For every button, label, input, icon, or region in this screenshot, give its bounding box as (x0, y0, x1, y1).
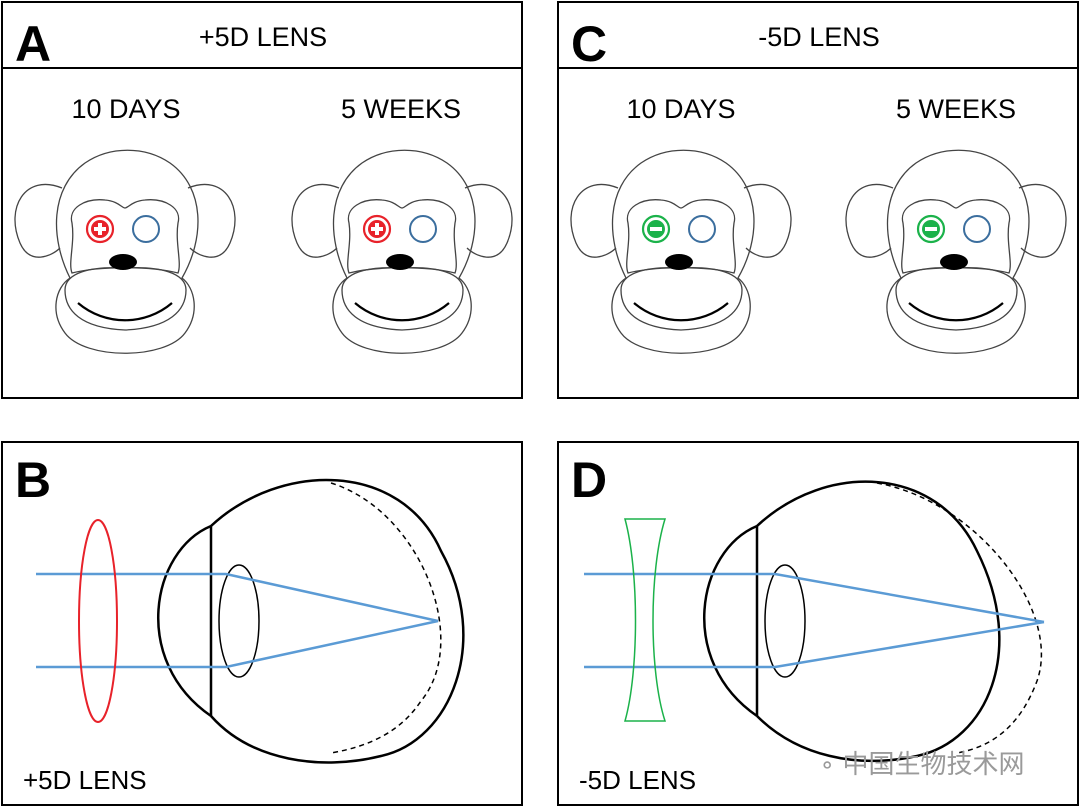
nose (109, 254, 137, 270)
monkey-face-icon (14, 149, 236, 354)
panel-b: B +5D LENS (1, 441, 523, 806)
mouth (354, 302, 450, 322)
eye-diagram-minus-lens (584, 480, 1045, 763)
ear-right (187, 183, 236, 258)
panel-title: +5D LENS (198, 22, 328, 52)
nose (940, 254, 968, 270)
ear-left (570, 183, 619, 258)
head-outline (611, 149, 755, 354)
ear-left (845, 183, 894, 258)
panel-c: C -5D LENS 10 DAYS 5 WEEKS (557, 1, 1079, 399)
lensed-eye-ring (641, 214, 671, 244)
muzzle-outline (64, 267, 187, 331)
crystalline-lens (218, 564, 260, 678)
head-outline (886, 149, 1030, 354)
open-eye (963, 215, 991, 243)
ear-right (464, 183, 513, 258)
panel-letter: B (15, 452, 52, 508)
concave-lens (624, 518, 667, 722)
monkey-face-icon (845, 149, 1067, 354)
cornea (702, 524, 758, 718)
lens-sign-bar (650, 227, 662, 231)
mouth (633, 302, 729, 322)
inner-face (70, 199, 180, 274)
eyeball-outline (210, 478, 465, 764)
muzzle-outline (341, 267, 464, 331)
open-eye (132, 215, 160, 243)
panel-title: -5D LENS (758, 22, 880, 52)
wechat-icon: ⚬ (818, 754, 837, 779)
age-label-10-days: 10 DAYS (71, 94, 181, 124)
panel-letter: C (571, 16, 608, 72)
monkey-face-icon (291, 149, 513, 354)
header-divider (559, 67, 1077, 69)
muzzle-outline (620, 267, 743, 331)
ear-left (14, 183, 63, 258)
lensed-eye-ring (362, 214, 392, 244)
inner-face (901, 199, 1011, 274)
eye-diagram-plus-lens (36, 478, 465, 764)
watermark: ⚬中国生物技术网 (818, 744, 1024, 781)
muzzle-outline (895, 267, 1018, 331)
lens-label: +5D LENS (23, 765, 147, 795)
light-ray (584, 572, 1045, 624)
open-eye (409, 215, 437, 243)
age-label-5-weeks: 5 WEEKS (340, 94, 462, 124)
mouth (77, 302, 173, 322)
nose (665, 254, 693, 270)
ear-left (291, 183, 340, 258)
nose (386, 254, 414, 270)
panel-letter: D (571, 452, 608, 508)
inner-face (626, 199, 736, 274)
ear-right (743, 183, 792, 258)
monkey-face-icon (570, 149, 792, 354)
eyeball-outline (756, 480, 1001, 763)
lens-sign-bar (925, 227, 937, 231)
watermark-text: 中国生物技术网 (842, 750, 1025, 780)
lens-label: -5D LENS (579, 765, 697, 795)
cornea (156, 524, 212, 718)
light-ray (584, 620, 1045, 669)
open-eye (688, 215, 716, 243)
crystalline-lens (764, 564, 806, 678)
inner-face (347, 199, 457, 274)
lensed-eye-ring (916, 214, 946, 244)
retina-dashed (330, 482, 442, 754)
convex-lens (78, 519, 118, 723)
lens-sign-bar-vertical (375, 223, 379, 235)
light-ray (36, 572, 439, 623)
light-ray (36, 619, 439, 669)
lensed-eye-ring (85, 214, 115, 244)
retina-dashed (876, 482, 1043, 754)
panel-letter: A (15, 16, 52, 72)
mouth (908, 302, 1004, 322)
head-outline (332, 149, 476, 354)
age-label-5-weeks: 5 WEEKS (895, 94, 1017, 124)
age-label-10-days: 10 DAYS (626, 94, 736, 124)
head-outline (55, 149, 199, 354)
lens-sign-bar-vertical (98, 223, 102, 235)
panel-d: D -5D LENS (557, 441, 1079, 806)
ear-right (1018, 183, 1067, 258)
header-divider (3, 67, 521, 69)
